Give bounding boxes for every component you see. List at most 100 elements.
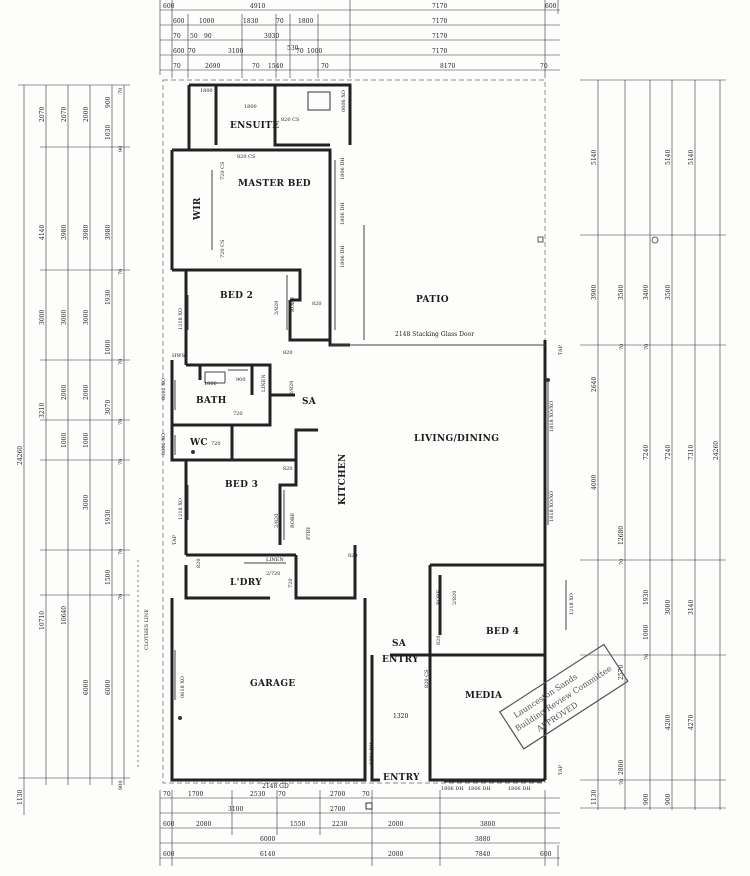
opening-labels: 820 CS 0606 XO 820 CS 1806 DH 720 CS 180… (161, 88, 575, 792)
opening-label: 820 (348, 553, 358, 559)
dim-text: 6000 (105, 680, 112, 695)
fixture-icon (537, 236, 544, 243)
dim-text: 70 (252, 63, 260, 70)
dim-text: 2000 (83, 385, 90, 400)
dim-text: 5140 (665, 150, 672, 165)
dim-text: 6140 (260, 851, 275, 858)
dim-text: 50 (190, 33, 198, 40)
dim-text: 3000 (39, 310, 46, 325)
dim-text: 4270 (688, 715, 695, 730)
clothes-line-label: CLOTHES LINE (144, 609, 150, 650)
dim-text: 2000 (61, 385, 68, 400)
dim-text: 1800 (298, 18, 313, 25)
dim-text: 2800 (618, 760, 625, 775)
dim-text: 70 (118, 419, 124, 425)
dim-text: 7170 (432, 48, 447, 55)
opening-label: 0606 XO (341, 90, 347, 112)
room-wir: WIR (193, 197, 203, 221)
dim-text: 600 (173, 18, 185, 25)
robe-label: ROBE (290, 512, 296, 528)
dim-text: 70 (118, 549, 124, 555)
dim-text: 7170 (432, 33, 447, 40)
opening-label: 820 CS (281, 117, 300, 123)
room-media: MEDIA (465, 691, 503, 701)
opening-label: 720 CS (220, 239, 226, 258)
opening-label: 720 (211, 441, 221, 447)
dim-text: 2640 (591, 377, 598, 392)
opening-label: 1806 DH (369, 742, 375, 765)
dim-text: 3980 (83, 225, 90, 240)
wc-icon (191, 450, 195, 454)
dim-text: 70 (619, 559, 625, 565)
room-garage: GARAGE (250, 679, 295, 689)
room-sa: SA (302, 397, 317, 407)
dim-text: 70 (644, 654, 650, 660)
dim-text: 70 (118, 269, 124, 275)
dim-text: 1000 (105, 340, 112, 355)
dim-text: 70 (118, 459, 124, 465)
dim-text: 70 (118, 88, 124, 94)
room-living-dining: LIVING/DINING (414, 434, 499, 444)
dim-text: 1540 (268, 63, 283, 70)
dim-text: 70 (118, 359, 124, 365)
top-dimensions: 600 4910 7170 600 600 1000 1830 70 1800 … (159, 0, 560, 78)
room-kitchen: KITCHEN (338, 453, 348, 505)
opening-label: 2/720 (266, 571, 280, 577)
dim-text: 7170 (432, 18, 447, 25)
dim-text: 900 (118, 780, 124, 790)
dim-text: 70 (362, 791, 370, 798)
dim-text: 1830 (243, 18, 258, 25)
dim-text: 70 (278, 791, 286, 798)
opening-label: 820 (283, 466, 293, 472)
dim-text: 10710 (39, 611, 46, 630)
left-dimensions: 24260 1130 2070 4140 3000 3210 10710 207… (17, 84, 150, 815)
opening-label: 1800 (200, 88, 213, 94)
boundary-dashed (162, 79, 546, 784)
dim-text: 1930 (105, 290, 112, 305)
dim-text: 600 (540, 851, 552, 858)
room-labels: ENSUITE MASTER BED WIR BED 2 PATIO BATH … (189, 121, 519, 783)
dim-text: 10640 (61, 606, 68, 625)
opening-label: 820 (312, 301, 322, 307)
dim-text: 2000 (388, 851, 403, 858)
dim-text: 900 (105, 96, 112, 108)
dim-text: 3800 (480, 821, 495, 828)
opening-label: 1806 DH (508, 786, 531, 792)
dim-text: 7170 (432, 3, 447, 10)
dim-text: 3500 (665, 285, 672, 300)
dim-text: 1700 (188, 791, 203, 798)
tap-label: TAP (558, 764, 564, 775)
opening-label: 1806 DH (340, 157, 346, 180)
opening-label: 900 (236, 377, 246, 383)
dim-text: 1000 (61, 433, 68, 448)
dim-text: 3140 (688, 600, 695, 615)
opening-label: 1818 XO/XO (549, 401, 555, 432)
dim-text: 70 (644, 344, 650, 350)
opening-label: 1806 DH (468, 786, 491, 792)
dim-text: 2700 (330, 806, 345, 813)
opening-label: 2/820 (452, 591, 458, 605)
dim-text: 900 (643, 793, 650, 805)
opening-label: 1218 XO (178, 308, 184, 330)
dim-text: 4200 (665, 715, 672, 730)
dim-text: 600 (163, 821, 175, 828)
dim-text: 70 (118, 594, 124, 600)
dim-text: 5140 (591, 150, 598, 165)
dim-text: 7840 (475, 851, 490, 858)
opening-label: 820 CS (424, 669, 430, 688)
dim-text: 6000 (260, 836, 275, 843)
room-bed3: BED 3 (225, 480, 258, 490)
room-bath: BATH (196, 396, 227, 406)
dim-text: 4140 (39, 225, 46, 240)
left-dim-labels: 24260 1130 2070 4140 3000 3210 10710 207… (17, 88, 124, 805)
dim-text: 90 (118, 146, 124, 152)
dim-text: 2700 (330, 791, 345, 798)
dim-text: 2690 (205, 63, 220, 70)
opening-label: 1800 (204, 381, 217, 387)
tap-icon (178, 716, 182, 720)
misc-labels: 2148 Stacking Glass Door 2148 GD TAP TAP… (172, 296, 564, 790)
dim-text: 1500 (105, 570, 112, 585)
dim-text: 1030 (105, 125, 112, 140)
dim-text: 3400 (643, 285, 650, 300)
dim-text: 70 (619, 344, 625, 350)
